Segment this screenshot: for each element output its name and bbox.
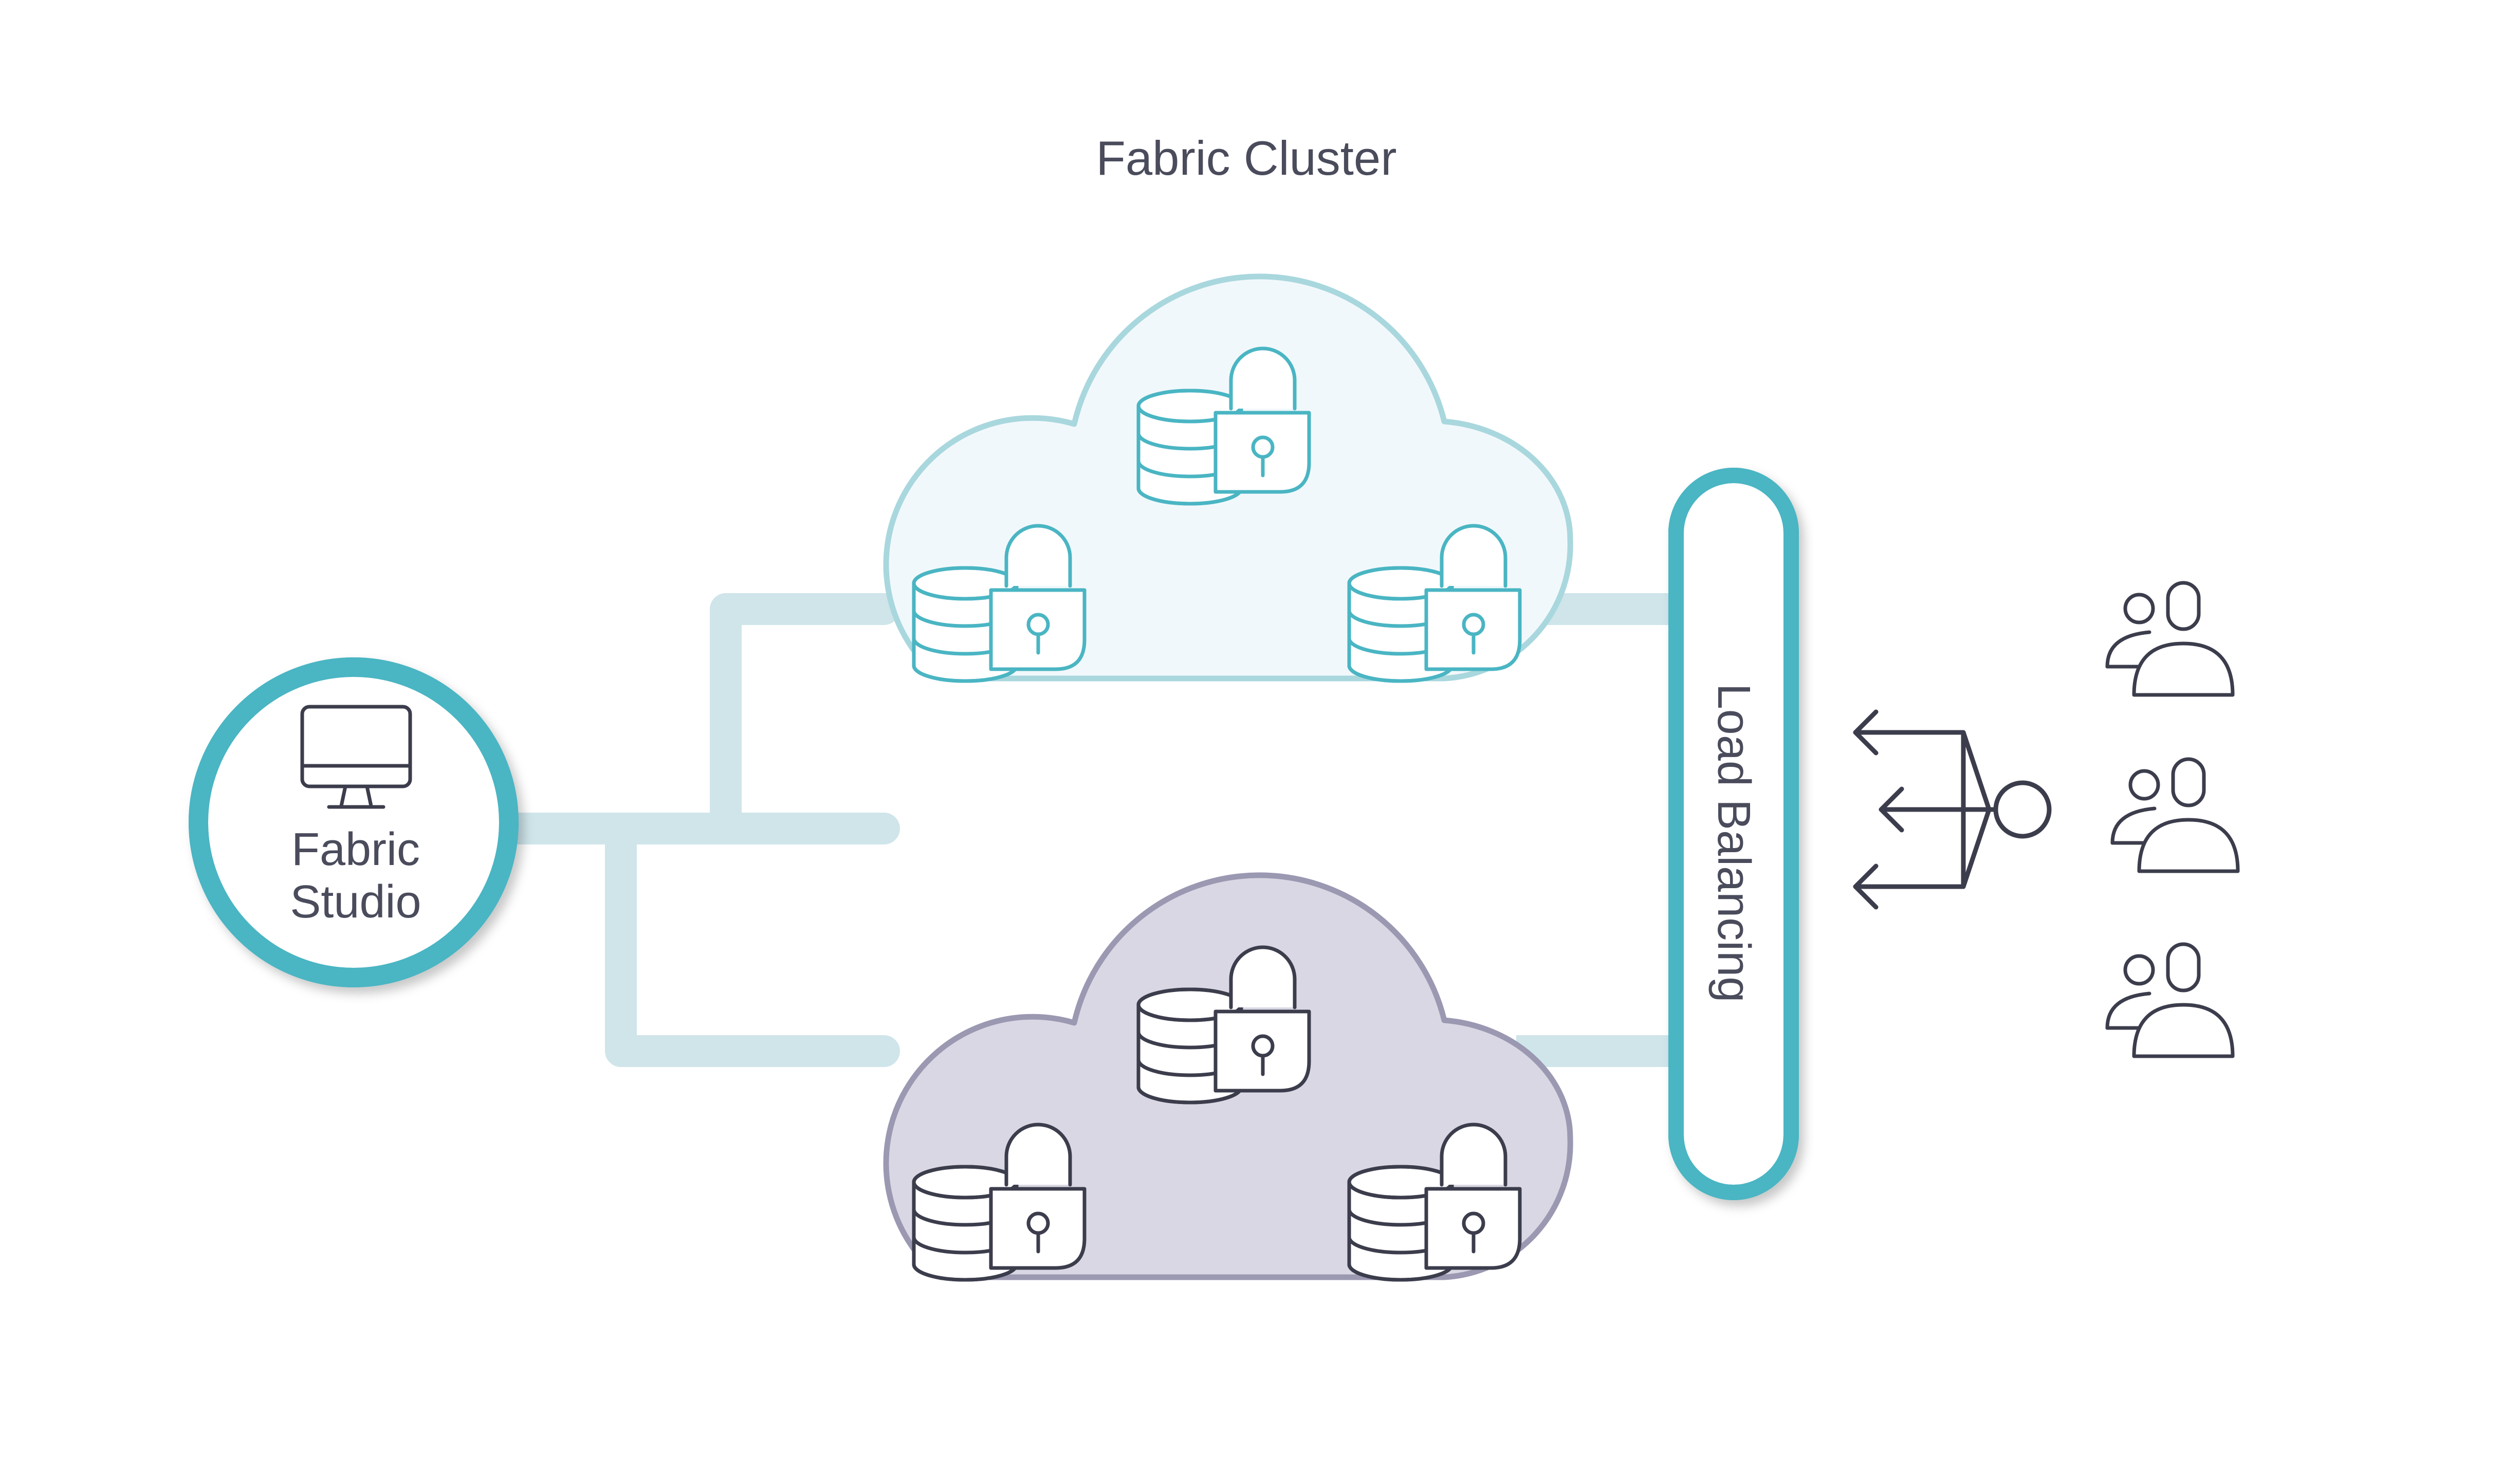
users-column	[2107, 583, 2238, 1056]
studio-label-line2: Studio	[290, 876, 421, 928]
users-group-icon	[2107, 944, 2233, 1056]
cluster-title: Fabric Cluster	[1096, 131, 1396, 185]
load-balancer[interactable]: Load Balancing	[1668, 468, 1799, 1200]
upper-branch-connector	[710, 593, 900, 844]
fan-out-arrows-icon	[1853, 712, 2052, 907]
studio-label-line1: Fabric	[291, 824, 420, 875]
cloud-secondary	[883, 872, 1573, 1280]
cloud-primary	[883, 273, 1573, 681]
monitor-icon	[300, 705, 412, 809]
fabric-studio-node[interactable]: Fabric Studio	[189, 657, 519, 987]
users-group-icon	[2112, 759, 2238, 871]
users-group-icon	[2107, 583, 2233, 695]
lower-branch-connector	[605, 813, 900, 1067]
load-balancing-label: Load Balancing	[1708, 684, 1759, 1003]
